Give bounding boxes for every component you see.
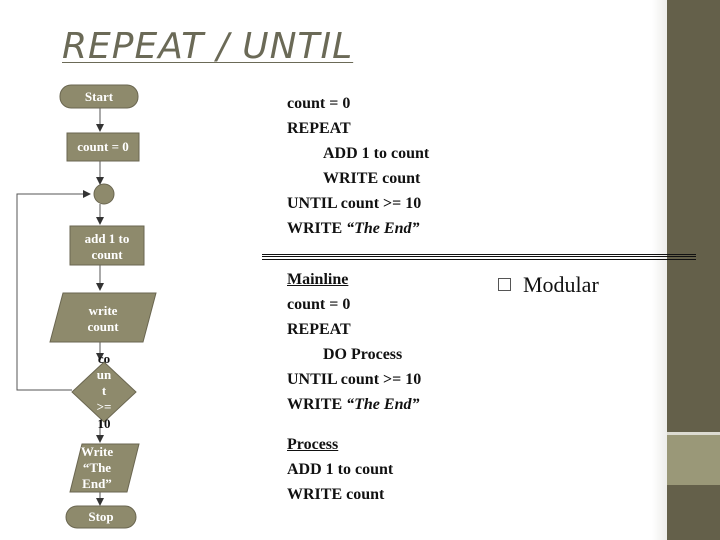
condition-diamond xyxy=(71,361,137,423)
cond-label-line4: >= xyxy=(97,399,112,414)
checkbox-bullet-icon xyxy=(498,278,511,292)
start-label: Start xyxy=(85,89,114,104)
end-label-line1: Write xyxy=(81,444,113,459)
mainline-header: Mainline xyxy=(287,271,349,288)
write-io-parallelogram xyxy=(49,292,157,343)
process-header: Process xyxy=(287,436,339,453)
cond-label-line1: co xyxy=(98,351,110,366)
bullet-item: Modular xyxy=(498,272,599,298)
code-line: count = 0 xyxy=(287,95,351,112)
code-line: WRITE count xyxy=(287,486,385,503)
code-line: WRITE “The End” xyxy=(287,216,429,241)
sidebar-panel xyxy=(667,0,720,540)
cond-label-line5: 10 xyxy=(98,416,111,431)
end-label-line3: End” xyxy=(82,476,112,491)
connector-circle xyxy=(93,183,115,205)
code-line: UNTIL count >= 10 xyxy=(287,195,422,212)
add-label-line2: count xyxy=(91,247,123,262)
code-keyword: WRITE xyxy=(287,396,347,413)
cond-label-line3: t xyxy=(102,383,107,398)
sidebar-stripe-block xyxy=(667,435,720,485)
code-line: WRITE “The End” xyxy=(287,392,421,417)
code-block-repeat: count = 0 REPEAT ADD 1 to count WRITE co… xyxy=(287,91,429,241)
stop-terminal xyxy=(65,505,137,529)
cond-label-line2: un xyxy=(97,367,112,382)
sidebar-edge-gradient xyxy=(652,0,667,540)
code-line: UNTIL count >= 10 xyxy=(287,371,422,388)
flowchart: Start count = 0 add 1 to count write cou… xyxy=(16,84,157,529)
code-string: “The End” xyxy=(346,220,420,237)
write-label-line1: write xyxy=(89,303,118,318)
code-string: “The End” xyxy=(346,396,420,413)
loop-back-arrow xyxy=(16,190,91,391)
code-line: count = 0 xyxy=(287,296,351,313)
init-label: count = 0 xyxy=(77,139,128,154)
add-process-box xyxy=(69,225,145,266)
end-write-parallelogram xyxy=(69,443,140,493)
code-line: REPEAT xyxy=(287,321,351,338)
code-line: ADD 1 to count xyxy=(323,145,430,162)
code-keyword: WRITE xyxy=(287,220,347,237)
code-line: WRITE count xyxy=(323,170,421,187)
code-block-mainline: Mainline count = 0 REPEAT DO Process UNT… xyxy=(287,267,421,417)
init-process-box xyxy=(66,132,140,162)
section-divider xyxy=(262,254,696,260)
add-label-line1: add 1 to xyxy=(85,231,130,246)
slide-title: REPEAT / UNTIL xyxy=(62,26,354,67)
code-line: ADD 1 to count xyxy=(287,461,394,478)
write-label-line2: count xyxy=(87,319,119,334)
bullet-text: Modular xyxy=(523,272,599,297)
end-label-line2: “The xyxy=(83,460,111,475)
stop-label: Stop xyxy=(88,509,113,524)
code-block-process: Process ADD 1 to count WRITE count xyxy=(287,432,393,507)
start-terminal xyxy=(59,84,139,109)
code-line: REPEAT xyxy=(287,120,351,137)
sidebar-stripe xyxy=(667,432,720,435)
code-line: DO Process xyxy=(323,346,403,363)
